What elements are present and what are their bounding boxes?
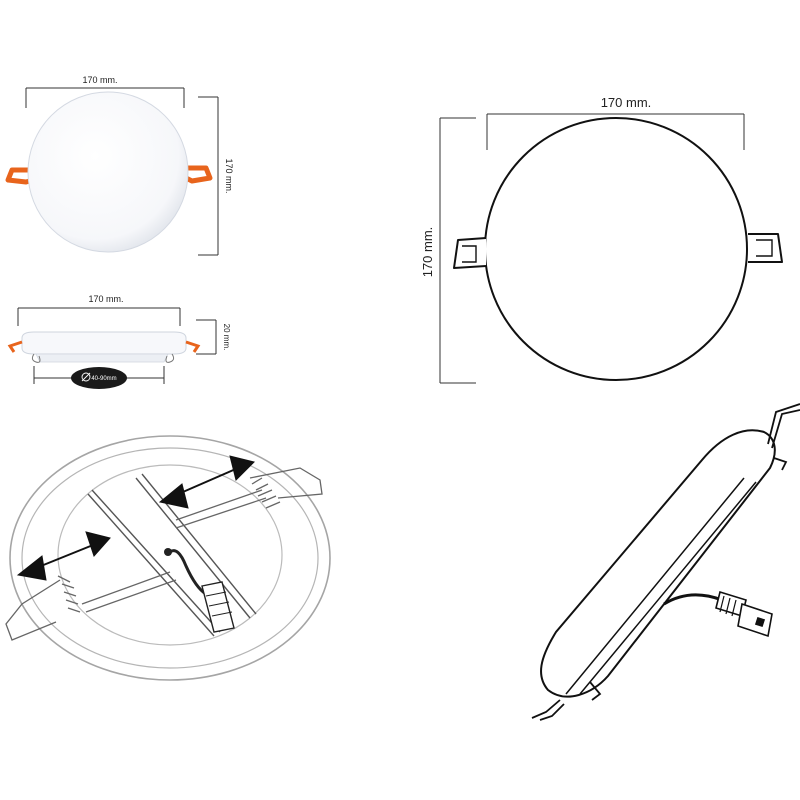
photo-front-width-label: 170 mm.: [82, 75, 117, 85]
tilted-panel-body: [540, 429, 776, 698]
photo-front-view: 170 mm. 170 mm.: [5, 75, 234, 256]
tilted-panel-back: [565, 477, 757, 695]
back-outer-rim: [9, 435, 331, 681]
side-right-clip: [185, 340, 201, 353]
photo-side-view: 170 mm. 20 mm. 40-90mm: [7, 294, 231, 389]
drawing-back-view: [5, 435, 331, 681]
drawing-front-view: 170 mm. 170 mm.: [420, 95, 783, 384]
photo-side-width-label: 170 mm.: [88, 294, 123, 304]
side-panel-body: [21, 331, 187, 355]
back-inner-rim: [21, 447, 319, 669]
cutout-label-badge: [71, 367, 127, 389]
tilted-top-clip: [767, 403, 800, 471]
tilted-bottom-clip: [531, 681, 602, 721]
panel-face: [27, 91, 189, 253]
side-spring-left: [31, 353, 41, 363]
left-rail: [87, 489, 221, 637]
drawing-tilted-side-view: [531, 403, 800, 721]
right-rail: [135, 473, 257, 619]
drawing-front-width-label: 170 mm.: [601, 95, 652, 110]
photo-front-height-label: 170 mm.: [224, 158, 234, 193]
drawing-panel-outline: [484, 117, 748, 381]
photo-side-cutout-label: 40-90mm: [91, 376, 116, 382]
adjust-arrow-right: [158, 455, 255, 509]
photo-side-depth-label: 20 mm.: [222, 324, 231, 351]
adjust-arrow-left: [16, 531, 111, 581]
right-clip: [184, 165, 213, 184]
drawing-front-height-label: 170 mm.: [420, 227, 435, 278]
cable-connector-icon: [164, 548, 235, 633]
spring-bracket-top: [175, 467, 323, 529]
spring-bracket-left: [5, 571, 177, 641]
side-left-clip: [7, 340, 23, 353]
tilted-cable-connector-icon: [663, 590, 773, 638]
drawing-left-clip: [453, 237, 487, 269]
drawing-right-clip: [748, 233, 783, 263]
diameter-icon: [81, 372, 91, 382]
side-panel-back: [35, 353, 169, 363]
back-driver-plate: [57, 464, 283, 646]
side-spring-right: [165, 353, 175, 363]
